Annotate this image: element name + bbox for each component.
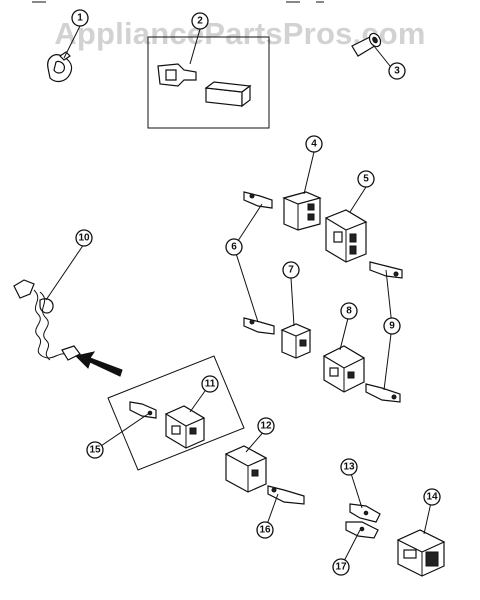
callout-7-label: 7: [288, 265, 294, 276]
part-16-terminal: [267, 485, 305, 505]
part-2-kit-box: [147, 36, 270, 129]
callout-11-label: 11: [205, 379, 216, 390]
callout-4: 4: [305, 135, 323, 153]
callout-11: 11: [201, 375, 219, 393]
callout-6-label: 6: [231, 242, 237, 253]
callout-15-label: 15: [89, 445, 101, 456]
part-12-housing: [224, 445, 268, 493]
part-8-housing: [322, 345, 366, 393]
callout-15: 15: [86, 441, 104, 459]
callout-9: 9: [383, 317, 401, 335]
callout-16-label: 16: [259, 525, 271, 536]
callout-5: 5: [357, 170, 375, 188]
part-3-bushing: [351, 32, 382, 57]
callout-9-label: 9: [389, 321, 395, 332]
callout-4-label: 4: [311, 139, 317, 150]
callout-7: 7: [282, 261, 300, 279]
callout-8-label: 8: [346, 306, 352, 317]
inset-pointer-arrow: [75, 351, 123, 377]
part-14-connector: [396, 529, 446, 577]
callout-1-label: 1: [77, 13, 83, 24]
part-6-terminals: [243, 191, 275, 335]
callout-16: 16: [256, 521, 274, 539]
callout-3-label: 3: [394, 66, 400, 77]
callout-2: 2: [191, 12, 209, 30]
callout-12-label: 12: [260, 421, 272, 432]
callout-1: 1: [71, 9, 89, 27]
callout-12: 12: [257, 417, 275, 435]
part-17-terminal: [345, 521, 379, 539]
callout-17-label: 17: [335, 562, 347, 573]
callout-8: 8: [340, 302, 358, 320]
part-7-housing: [280, 323, 312, 359]
callout-5-label: 5: [363, 174, 369, 185]
part-4-housing: [282, 191, 322, 231]
callout-17: 17: [332, 558, 350, 576]
part-13-terminal: [349, 503, 381, 523]
part-10-harness: [13, 279, 81, 361]
callout-13: 13: [340, 458, 358, 476]
callout-6: 6: [225, 238, 243, 256]
callout-10-label: 10: [78, 233, 90, 244]
callout-14-label: 14: [426, 492, 438, 503]
inset-box: [107, 355, 245, 471]
callout-14: 14: [423, 488, 441, 506]
part-1-clamp: [47, 51, 73, 83]
callout-10: 10: [75, 229, 93, 247]
leader-lines: [45, 25, 433, 568]
callout-13-label: 13: [343, 462, 355, 473]
part-5-housing: [324, 209, 368, 263]
callout-3: 3: [388, 62, 406, 80]
callout-2-label: 2: [197, 16, 203, 27]
